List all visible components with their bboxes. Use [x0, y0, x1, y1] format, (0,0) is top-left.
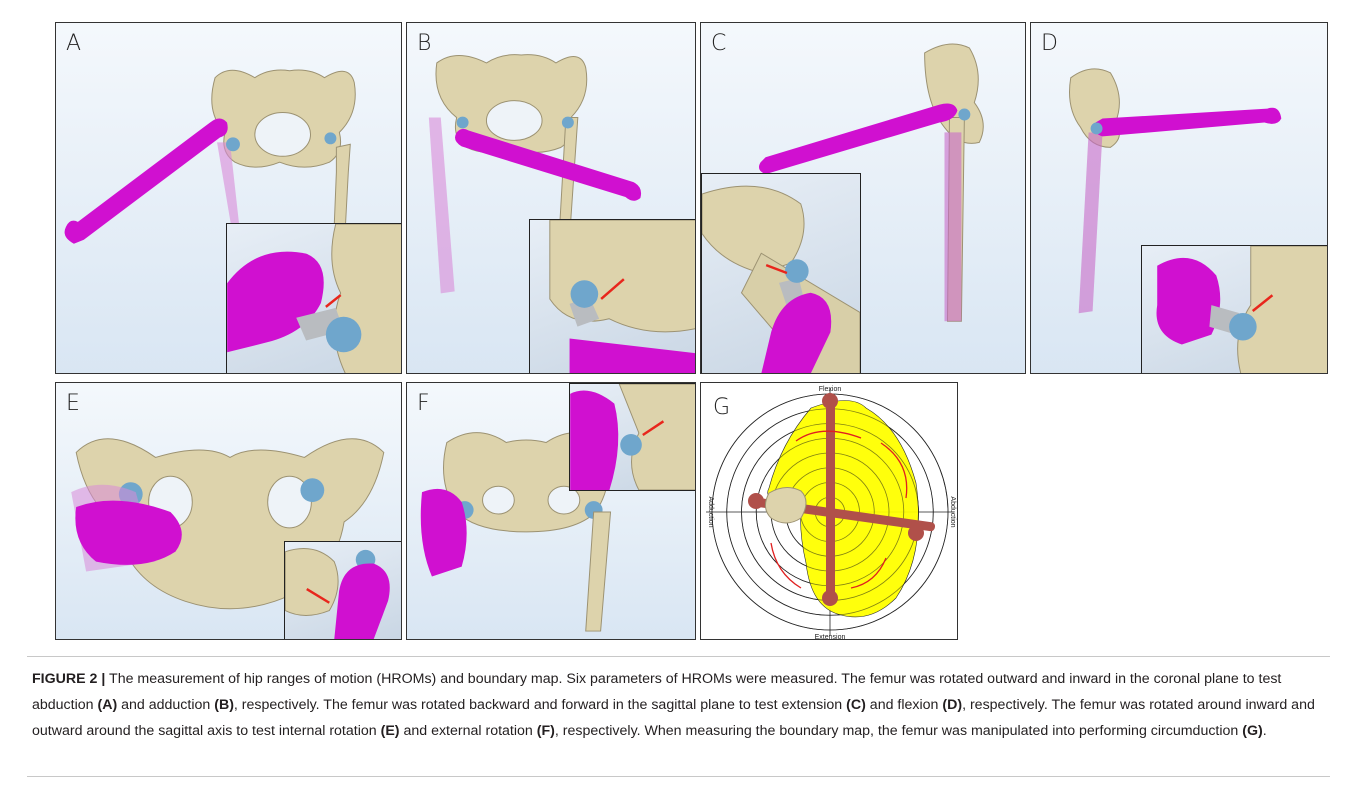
femur-condyle-right [908, 525, 924, 541]
panel-label-e: E [66, 391, 80, 416]
femur-static [586, 512, 611, 631]
panel-a: A [55, 22, 402, 374]
inset-d [1141, 245, 1328, 374]
femur-head-top [822, 393, 838, 409]
inset-f-illustration [570, 384, 696, 490]
pelvis-bone [765, 487, 806, 523]
axis-label-left: Adduction [707, 496, 714, 527]
panel-f: F [406, 382, 696, 640]
inset-d-illustration [1142, 246, 1328, 374]
caption-ref-e: (E) [381, 723, 400, 739]
figure-caption: FIGURE 2 | The measurement of hip ranges… [32, 666, 1325, 744]
caption-ref-f: (F) [537, 723, 555, 739]
caption-ref-d: (D) [942, 697, 962, 713]
femur-ghost [429, 118, 455, 294]
caption-ref-g: (G) [1242, 723, 1263, 739]
implant-head [1091, 123, 1103, 135]
panel-label-f: F [417, 391, 430, 416]
femur-ghost [1079, 132, 1103, 313]
obturator-left [483, 486, 515, 514]
implant-head [326, 317, 362, 353]
caption-text-4: and flexion [866, 697, 943, 713]
inset-e-illustration [285, 542, 402, 640]
boundary-map: Flexion Extension Adduction Abduction [701, 383, 959, 641]
implant-head [1229, 313, 1257, 341]
implant-head-right [562, 117, 574, 129]
caption-text-2: and adduction [117, 697, 214, 713]
implant-head [457, 117, 469, 129]
inset-b [529, 219, 696, 374]
caption-text-3: , respectively. The femur was rotated ba… [234, 697, 846, 713]
panel-b: B [406, 22, 696, 374]
femur-moving [421, 489, 467, 577]
inset-b-illustration [530, 220, 696, 374]
panel-e: E [55, 382, 402, 640]
pelvic-inlet [486, 101, 542, 141]
inset-c [701, 173, 861, 374]
implant-head-right [300, 478, 324, 502]
implant-head [226, 137, 240, 151]
implant-head [571, 280, 599, 308]
femur-moving [759, 103, 957, 174]
inset-c-illustration [702, 174, 860, 374]
femur-moving [334, 563, 390, 640]
panel-label-d: D [1041, 31, 1058, 56]
panel-c: C [700, 22, 1026, 374]
inset-f [569, 383, 696, 491]
panel-g: G Flexion Extension Adduction Abduction [700, 382, 958, 640]
pelvis-bone [285, 549, 338, 616]
femur-moving [570, 338, 696, 374]
caption-rule-top [27, 656, 1330, 657]
caption-ref-a: (A) [97, 697, 117, 713]
figure-label: FIGURE 2 | [32, 671, 105, 687]
panel-label-g: G [713, 395, 730, 420]
pelvis-bone [702, 186, 804, 273]
axis-label-top: Flexion [819, 386, 842, 393]
pelvic-inlet [255, 112, 311, 156]
implant-head-right [324, 132, 336, 144]
caption-text-8: . [1263, 723, 1267, 739]
panel-d: D [1030, 22, 1328, 374]
femur-condyle-bottom [822, 590, 838, 606]
implant-head [958, 109, 970, 121]
pelvis-bone [550, 220, 696, 332]
caption-text-6: and external rotation [400, 723, 537, 739]
femur-moving [1157, 258, 1221, 345]
femur-ghost [944, 132, 961, 321]
femur-moving [65, 118, 228, 243]
axis-label-bottom: Extension [815, 634, 846, 641]
panel-label-b: B [417, 31, 431, 56]
caption-ref-b: (B) [214, 697, 234, 713]
femur-head-left [748, 493, 764, 509]
femur-moving [1094, 108, 1281, 137]
caption-text-7: , respectively. When measuring the bound… [555, 723, 1242, 739]
femur-moving [570, 391, 618, 490]
caption-ref-c: (C) [846, 697, 866, 713]
inset-a-illustration [227, 224, 402, 374]
inset-e [284, 541, 402, 640]
panel-label-a: A [66, 31, 81, 56]
pelvis-bone [1238, 246, 1328, 374]
implant-head [620, 434, 642, 456]
axis-label-right: Abduction [949, 496, 956, 527]
panel-label-c: C [711, 31, 726, 56]
inset-a [226, 223, 402, 374]
caption-rule-bottom [27, 776, 1330, 777]
implant-head [785, 259, 809, 283]
